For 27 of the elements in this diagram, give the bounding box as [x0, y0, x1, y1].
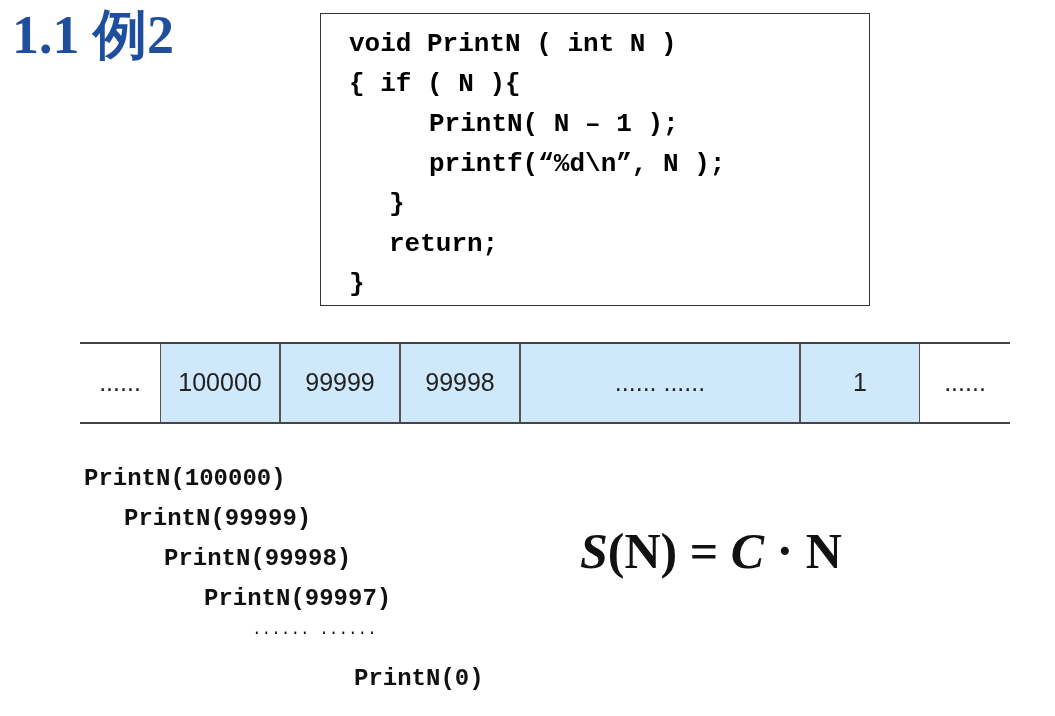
memory-cell — [800, 343, 920, 423]
memory-cell — [280, 343, 400, 423]
code-line: PrintN( N – 1 ); — [429, 108, 679, 141]
call-text: PrintN(99998) — [164, 544, 352, 574]
code-box — [320, 13, 870, 306]
cell-value: ...... — [99, 367, 141, 399]
cell-value: 99999 — [305, 367, 375, 399]
code-line: printf(“%d\n”, N ); — [429, 148, 726, 181]
call-text: PrintN(0) — [354, 664, 484, 694]
call-text: PrintN(99997) — [204, 584, 392, 614]
call-text: PrintN(99999) — [124, 504, 312, 534]
slide-title: 1.1 例2 — [12, 8, 174, 62]
cell-value: ...... ...... — [614, 367, 706, 399]
memory-cell — [160, 343, 280, 423]
cell-value: ...... — [944, 367, 986, 399]
memory-cell — [400, 343, 520, 423]
ellipsis-text: ...... ...... — [252, 622, 377, 638]
code-line: void PrintN ( int N ) — [349, 28, 677, 61]
memory-cell — [520, 343, 800, 423]
cell-value: 1 — [853, 367, 867, 399]
code-line: { if ( N ){ — [349, 68, 521, 101]
cell-value: 100000 — [178, 367, 262, 399]
code-line: } — [389, 188, 405, 221]
code-line: return; — [389, 228, 499, 261]
code-line: } — [349, 268, 365, 301]
cell-value: 99998 — [425, 367, 495, 399]
call-text: PrintN(100000) — [84, 464, 286, 494]
